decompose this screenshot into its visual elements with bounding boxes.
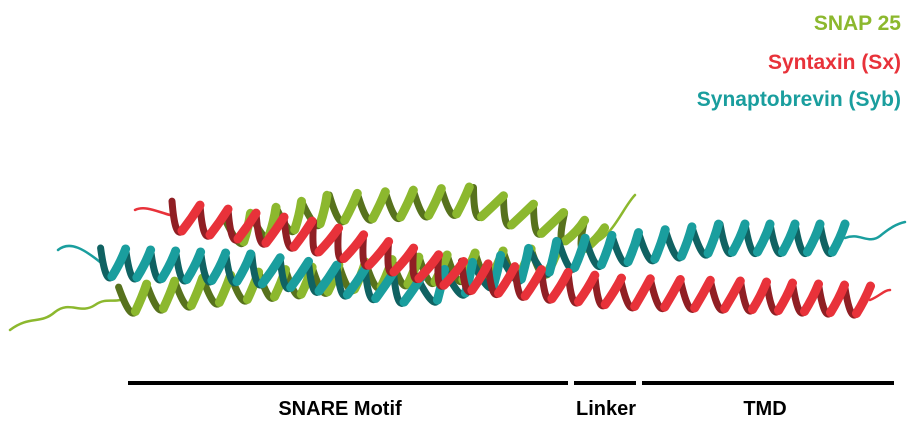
region-label-tmd: TMD bbox=[743, 398, 786, 421]
region-label-linker: Linker bbox=[576, 398, 636, 421]
synaptobrevin-helix-coil-end bbox=[845, 222, 905, 239]
linker-bar bbox=[574, 381, 636, 385]
snare-motif-bar bbox=[128, 381, 568, 385]
helix-ribbons bbox=[10, 187, 905, 330]
synaptobrevin-helix-coil-start bbox=[58, 246, 100, 262]
region-label-snare-motif: SNARE Motif bbox=[278, 398, 401, 421]
legend-snap25: SNAP 25 bbox=[814, 12, 901, 36]
snap25-helix-lower-coil-start bbox=[10, 300, 120, 330]
legend-syntaxin: Syntaxin (Sx) bbox=[768, 51, 901, 75]
legend-synaptobrevin: Synaptobrevin (Syb) bbox=[697, 88, 901, 112]
syntaxin-helix-coil-start bbox=[135, 208, 170, 215]
tmd-bar bbox=[642, 381, 894, 385]
